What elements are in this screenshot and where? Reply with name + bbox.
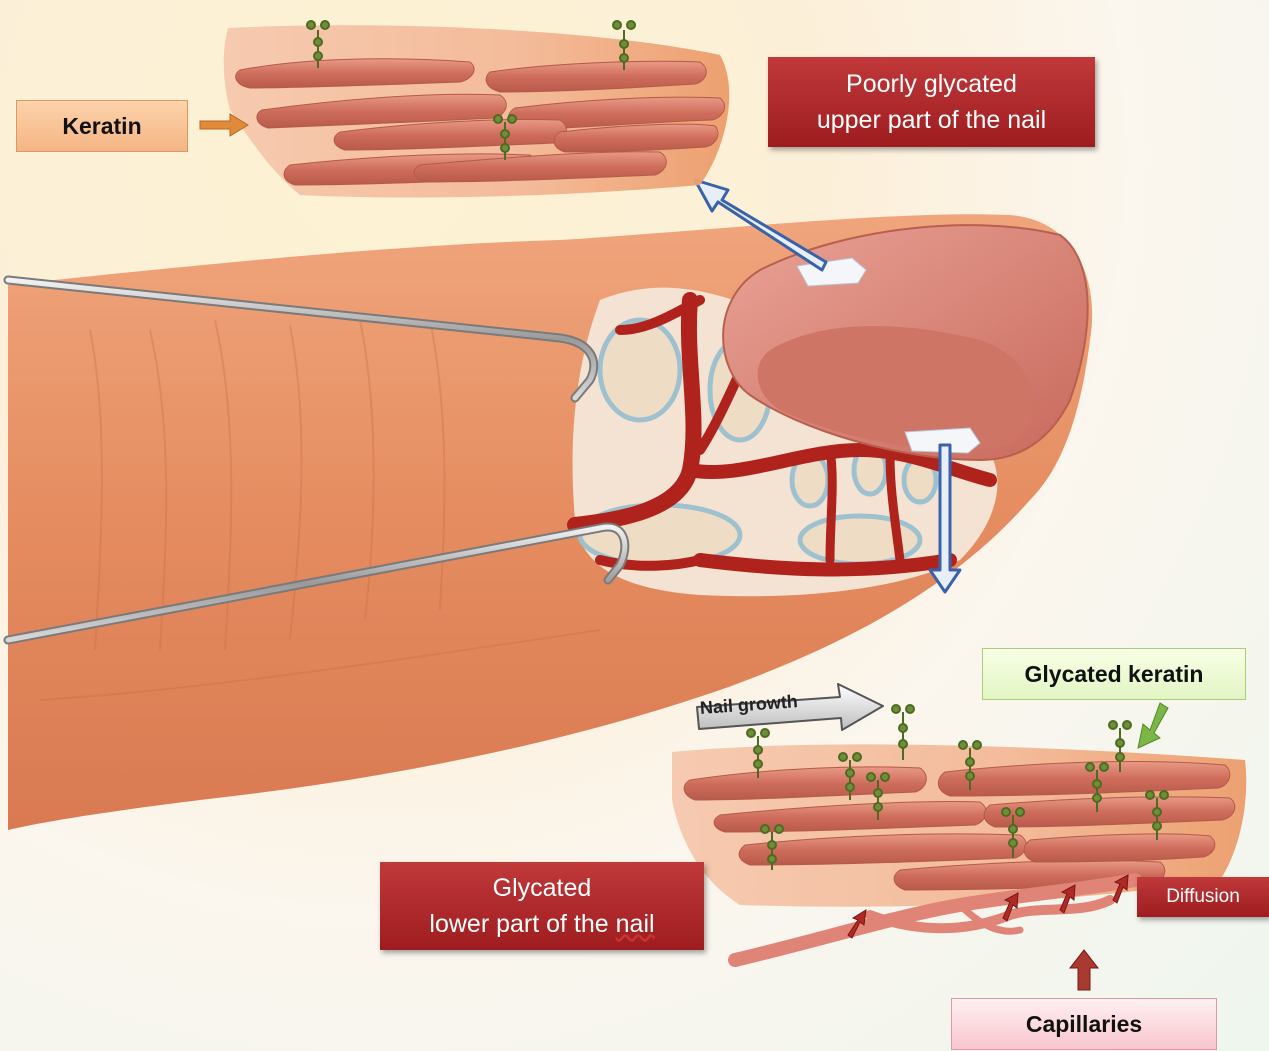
keratin-label: Keratin xyxy=(16,100,188,152)
glycated-keratin-pointer-arrow xyxy=(1138,703,1168,748)
capillaries-pointer-arrow xyxy=(1070,950,1098,990)
poorly-glycated-line2: upper part of the nail xyxy=(817,102,1046,138)
glycated-lower-label: Glycated lower part of the nail xyxy=(380,862,704,950)
glycated-keratin-label-text: Glycated keratin xyxy=(1025,661,1204,688)
glycated-lower-line2-prefix: lower part of the xyxy=(429,910,615,938)
capillaries-label: Capillaries xyxy=(951,998,1217,1050)
poorly-glycated-line1: Poorly glycated xyxy=(817,66,1046,102)
diffusion-label-text: Diffusion xyxy=(1166,885,1240,909)
glycated-lower-line2-word: nail xyxy=(616,910,655,938)
glycated-lower-line1: Glycated xyxy=(429,870,654,906)
glycated-keratin-label: Glycated keratin xyxy=(982,648,1246,700)
keratin-fiber xyxy=(1024,834,1215,862)
diffusion-label: Diffusion xyxy=(1137,877,1269,917)
upper-keratin-sheet xyxy=(224,21,730,198)
keratin-label-text: Keratin xyxy=(62,113,141,140)
capillaries-label-text: Capillaries xyxy=(1026,1011,1142,1038)
poorly-glycated-label: Poorly glycated upper part of the nail xyxy=(768,57,1095,147)
glycated-lower-line2: lower part of the nail xyxy=(429,906,654,942)
